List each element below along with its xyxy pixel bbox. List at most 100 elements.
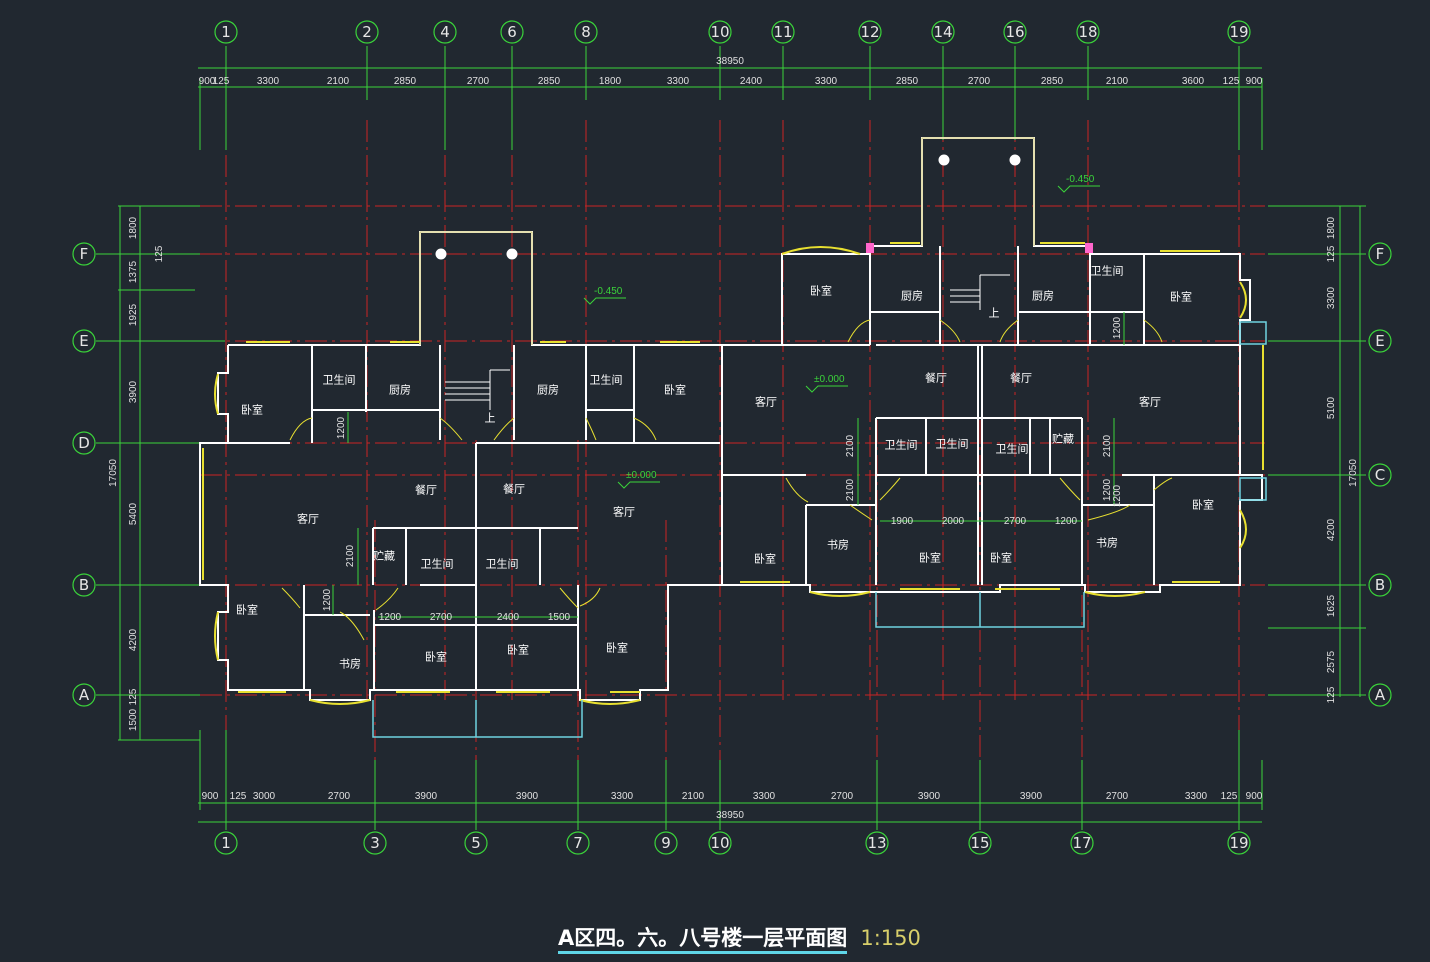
dim-text: 5400 bbox=[128, 502, 139, 525]
bottom-dimension-texts: 900 125 3000 2700 3900 3900 3300 2100 33… bbox=[202, 791, 1263, 821]
room-label: 卧室 bbox=[664, 383, 686, 397]
room-label: 卧室 bbox=[810, 284, 832, 298]
room-label: 卫生间 bbox=[936, 437, 969, 451]
room-label: 客厅 bbox=[297, 512, 319, 526]
dim-text: 2400 bbox=[497, 612, 520, 623]
dim-text: 2850 bbox=[1041, 76, 1064, 87]
room-label: 厨房 bbox=[389, 384, 411, 397]
room-label: 书房 bbox=[827, 539, 849, 552]
dim-text: 3600 bbox=[1182, 76, 1205, 87]
balconies bbox=[372, 321, 1267, 738]
room-label: 餐厅 bbox=[925, 371, 947, 385]
dim-text: 125 bbox=[154, 245, 165, 262]
axis-label: 5 bbox=[471, 834, 481, 852]
axis-label: B bbox=[1375, 576, 1385, 594]
dim-text: 1200 bbox=[322, 588, 333, 611]
dim-text: 2700 bbox=[467, 76, 490, 87]
dim-text: 2850 bbox=[538, 76, 561, 87]
dim-text: 1800 bbox=[599, 76, 622, 87]
dim-text: 2700 bbox=[1106, 791, 1129, 802]
dim-text: 3300 bbox=[1326, 286, 1337, 309]
dim-text: 3300 bbox=[753, 791, 776, 802]
axis-label: 3 bbox=[370, 834, 380, 852]
axis-label: E bbox=[79, 332, 88, 350]
level-markers: -0.450 -0.450 ±0.000 ±0.000 bbox=[583, 174, 1100, 489]
axis-label: A bbox=[1375, 686, 1386, 704]
overall-dim: 38950 bbox=[716, 810, 744, 821]
dim-text: 3900 bbox=[415, 791, 438, 802]
dim-text: 1200 bbox=[379, 612, 402, 623]
room-label: 卧室 bbox=[1170, 290, 1192, 304]
dim-text: 1500 bbox=[128, 708, 139, 731]
dim-text: 1925 bbox=[128, 303, 139, 326]
room-label: 餐厅 bbox=[415, 483, 437, 497]
room-label: 厨房 bbox=[901, 290, 923, 303]
dim-text: 900 bbox=[1246, 76, 1263, 87]
dim-text: 900 bbox=[202, 791, 219, 802]
room-label: 卫生间 bbox=[323, 373, 356, 387]
axis-label: 12 bbox=[860, 23, 879, 41]
dim-text: 1375 bbox=[128, 260, 139, 283]
drawing-scale: 1:150 bbox=[860, 926, 921, 950]
interior-dim-texts: 1200 1200 2100 1200 2700 2400 1500 2100 … bbox=[322, 316, 1123, 623]
axis-label: 4 bbox=[440, 23, 450, 41]
dim-text: 1200 bbox=[1112, 484, 1123, 507]
dim-text: 4200 bbox=[1326, 518, 1337, 541]
level-text: ±0.000 bbox=[814, 374, 845, 385]
dim-text: 2100 bbox=[345, 544, 356, 567]
dim-text: 2100 bbox=[1106, 76, 1129, 87]
room-label: 客厅 bbox=[755, 395, 777, 409]
room-label: 贮藏 bbox=[1052, 433, 1074, 446]
dim-text: 2100 bbox=[845, 478, 856, 501]
axis-label: 1 bbox=[221, 23, 231, 41]
dim-text: 2700 bbox=[968, 76, 991, 87]
overall-dim: 17050 bbox=[1348, 459, 1359, 487]
top-axis-bubbles: 1 2 4 6 8 10 11 12 14 16 18 19 bbox=[214, 20, 1251, 44]
dim-text: 3300 bbox=[667, 76, 690, 87]
dim-text: 1200 bbox=[336, 416, 347, 439]
dim-text: 1200 bbox=[1055, 516, 1078, 527]
dim-text: 1625 bbox=[1326, 594, 1337, 617]
dim-text: 1200 bbox=[1112, 316, 1123, 339]
dim-text: 125 bbox=[1223, 76, 1240, 87]
room-label: 卫生间 bbox=[486, 557, 519, 571]
dim-text: 1500 bbox=[548, 612, 571, 623]
axis-label: F bbox=[1376, 245, 1385, 263]
room-label: 卧室 bbox=[236, 603, 258, 617]
dim-text: 3900 bbox=[516, 791, 539, 802]
dim-text: 2100 bbox=[682, 791, 705, 802]
axis-label: 7 bbox=[573, 834, 583, 852]
axis-label: 10 bbox=[710, 834, 729, 852]
room-label: 餐厅 bbox=[503, 482, 525, 496]
room-label: 卧室 bbox=[241, 403, 263, 417]
axis-label: 19 bbox=[1229, 834, 1248, 852]
axis-label: C bbox=[1375, 466, 1385, 484]
room-labels: 卧室 卫生间 厨房 厨房 卫生间 卧室 上 客厅 餐厅 餐厅 客厅 贮藏 卫生间… bbox=[236, 264, 1214, 671]
dim-text: 125 bbox=[230, 791, 247, 802]
door-swings bbox=[281, 319, 1173, 641]
dim-text: 1800 bbox=[1326, 216, 1337, 239]
building-walls bbox=[199, 137, 1263, 701]
dim-text: 2700 bbox=[1004, 516, 1027, 527]
dim-text: 2700 bbox=[430, 612, 453, 623]
axis-label: 1 bbox=[221, 834, 231, 852]
stair-label: 上 bbox=[485, 412, 496, 425]
columns bbox=[866, 243, 1093, 253]
axis-label: 19 bbox=[1229, 23, 1248, 41]
axis-label: 18 bbox=[1078, 23, 1097, 41]
drawing-title: A区四。六。八号楼一层平面图 bbox=[558, 926, 848, 954]
dim-text: 3900 bbox=[128, 380, 139, 403]
dim-text: 125 bbox=[213, 76, 230, 87]
dim-text: 3900 bbox=[918, 791, 941, 802]
overall-dim: 17050 bbox=[108, 459, 119, 487]
axis-label: 6 bbox=[507, 23, 517, 41]
room-label: 卫生间 bbox=[996, 442, 1029, 456]
dim-text: 3000 bbox=[253, 791, 276, 802]
room-label: 卧室 bbox=[507, 643, 529, 657]
axis-label: 14 bbox=[933, 23, 952, 41]
axis-label: 2 bbox=[362, 23, 372, 41]
dim-text: 3300 bbox=[257, 76, 280, 87]
dim-text: 2850 bbox=[394, 76, 417, 87]
room-label: 卧室 bbox=[425, 650, 447, 664]
dim-text: 2850 bbox=[896, 76, 919, 87]
